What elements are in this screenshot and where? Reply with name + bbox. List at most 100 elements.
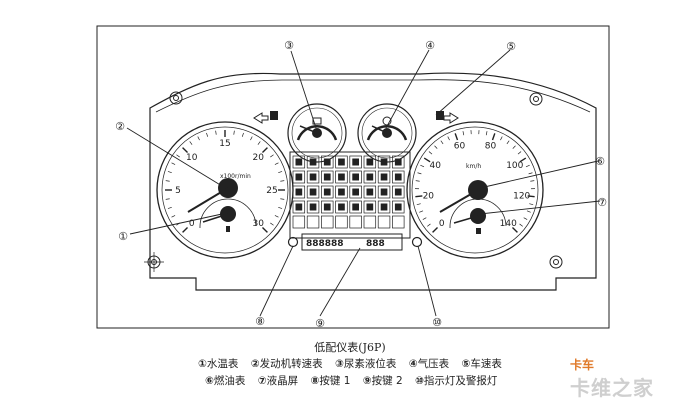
- speedometer-tick: [519, 223, 523, 227]
- warning-light-cell: [321, 200, 334, 214]
- water-temp-subgauge: [199, 198, 257, 232]
- warning-light-icon: [295, 188, 303, 196]
- warning-light-cell: [363, 155, 377, 169]
- speedometer-tick: [454, 133, 459, 141]
- warning-light-icon: [309, 173, 317, 181]
- warning-light-cell: [335, 155, 348, 169]
- tachometer-tick: [215, 130, 217, 135]
- tachometer-scale-label: 5: [175, 186, 181, 196]
- warning-light-cell: [392, 215, 405, 229]
- mounting-hole: [169, 91, 183, 105]
- warning-light-icon: [295, 158, 303, 166]
- tachometer-tick: [261, 226, 268, 233]
- warning-light-cell: [377, 215, 391, 229]
- warning-light-icon: [352, 173, 359, 181]
- tachometer-tick: [233, 130, 235, 135]
- warning-light-icon: [394, 188, 402, 196]
- warning-light-icon: [380, 203, 388, 211]
- speedometer-scale-label: 140: [500, 219, 517, 229]
- tachometer-tick: [278, 171, 283, 174]
- speedometer-tick: [415, 195, 423, 198]
- legend-item: ②发动机转速表: [250, 358, 323, 370]
- tachometer-tick: [250, 136, 253, 141]
- warning-light-icon: [366, 173, 374, 181]
- speedometer-tick: [420, 164, 425, 168]
- warning-light-icon: [394, 173, 402, 181]
- warning-light-cell: [292, 200, 306, 214]
- warning-light-cell: [306, 200, 320, 214]
- tachometer-scale-label: 15: [219, 139, 230, 149]
- speedometer-tick: [416, 203, 421, 205]
- speedometer-ticks: [415, 130, 535, 233]
- warning-light-cell: [292, 185, 306, 199]
- speedometer-tick: [428, 151, 433, 155]
- warning-light-icon: [323, 158, 331, 166]
- drawing-frame: [96, 25, 610, 329]
- warning-light-icon: [309, 203, 317, 211]
- warning-light-cell: [292, 215, 306, 229]
- tachometer-tick: [257, 141, 261, 145]
- tachometer-tick: [171, 162, 176, 165]
- warning-light-cell: [335, 215, 348, 229]
- legend-item: ①水温表: [198, 358, 239, 370]
- callout-leaders: [126, 49, 601, 317]
- legend-row-2: ⑥燃油表 ⑦液晶屏 ⑧按键 1 ⑨按键 2 ⑩指示灯及警报灯: [205, 373, 506, 388]
- warning-light-cell: [321, 185, 334, 199]
- urea-level-gauge: [287, 103, 347, 163]
- warning-light-cell: [292, 170, 306, 184]
- speedometer-tick: [434, 145, 438, 149]
- mounting-hole: [549, 255, 563, 269]
- warning-light-icon: [366, 158, 374, 166]
- button-1[interactable]: [287, 236, 299, 248]
- warning-light-cell: [377, 170, 391, 184]
- air-pressure-gauge: [357, 103, 417, 163]
- speedometer-tick: [447, 136, 450, 141]
- tachometer-tick: [165, 180, 170, 182]
- warning-light-cell: [363, 170, 377, 184]
- warning-light-icon: [338, 203, 345, 211]
- warning-light-icon: [309, 188, 317, 196]
- lcd-trip: 888: [366, 239, 385, 249]
- speedometer-tick: [530, 180, 535, 182]
- speedometer-tick: [523, 217, 528, 220]
- warning-light-cell: [377, 200, 391, 214]
- legend-item: ③尿素液位表: [334, 358, 397, 370]
- warning-light-cell: [363, 215, 377, 229]
- tachometer-tick: [261, 147, 268, 154]
- warning-light-icon: [323, 173, 331, 181]
- tachometer-scale-label: 25: [266, 186, 277, 196]
- tachometer-tick: [270, 222, 274, 226]
- warning-light-cell: [321, 170, 334, 184]
- button-2[interactable]: [411, 236, 423, 248]
- warning-light-cell: [392, 155, 405, 169]
- warning-light-cell: [349, 170, 362, 184]
- warning-light-cell: [349, 200, 362, 214]
- warning-light-icon: [380, 188, 388, 196]
- legend-item: ④气压表: [408, 358, 450, 370]
- speedometer-tick: [423, 157, 431, 163]
- warning-light-cell: [392, 185, 405, 199]
- warning-light-icon: [366, 203, 374, 211]
- warning-light-cell: [349, 215, 362, 229]
- lcd-screen: 888888 888: [301, 233, 403, 251]
- speedometer-scale-label: 80: [485, 142, 497, 152]
- speedometer-tick: [427, 223, 431, 227]
- speedometer-tick: [500, 136, 503, 141]
- speedometer-tick: [422, 217, 427, 220]
- callout-number: ⑤: [506, 40, 516, 53]
- warning-light-cell: [335, 170, 348, 184]
- warning-light-icon: [338, 158, 345, 166]
- speedometer-tick: [519, 157, 527, 163]
- warning-light-icon: [380, 158, 388, 166]
- warning-light-cell: [321, 155, 334, 169]
- tachometer-tick: [171, 215, 176, 218]
- speedometer-tick: [511, 226, 518, 233]
- callout-number: ⑨: [315, 317, 325, 330]
- callout-number: ⑧: [255, 315, 265, 328]
- speedometer-tick: [415, 180, 420, 182]
- legend-item: ⑨按键 2: [362, 375, 403, 387]
